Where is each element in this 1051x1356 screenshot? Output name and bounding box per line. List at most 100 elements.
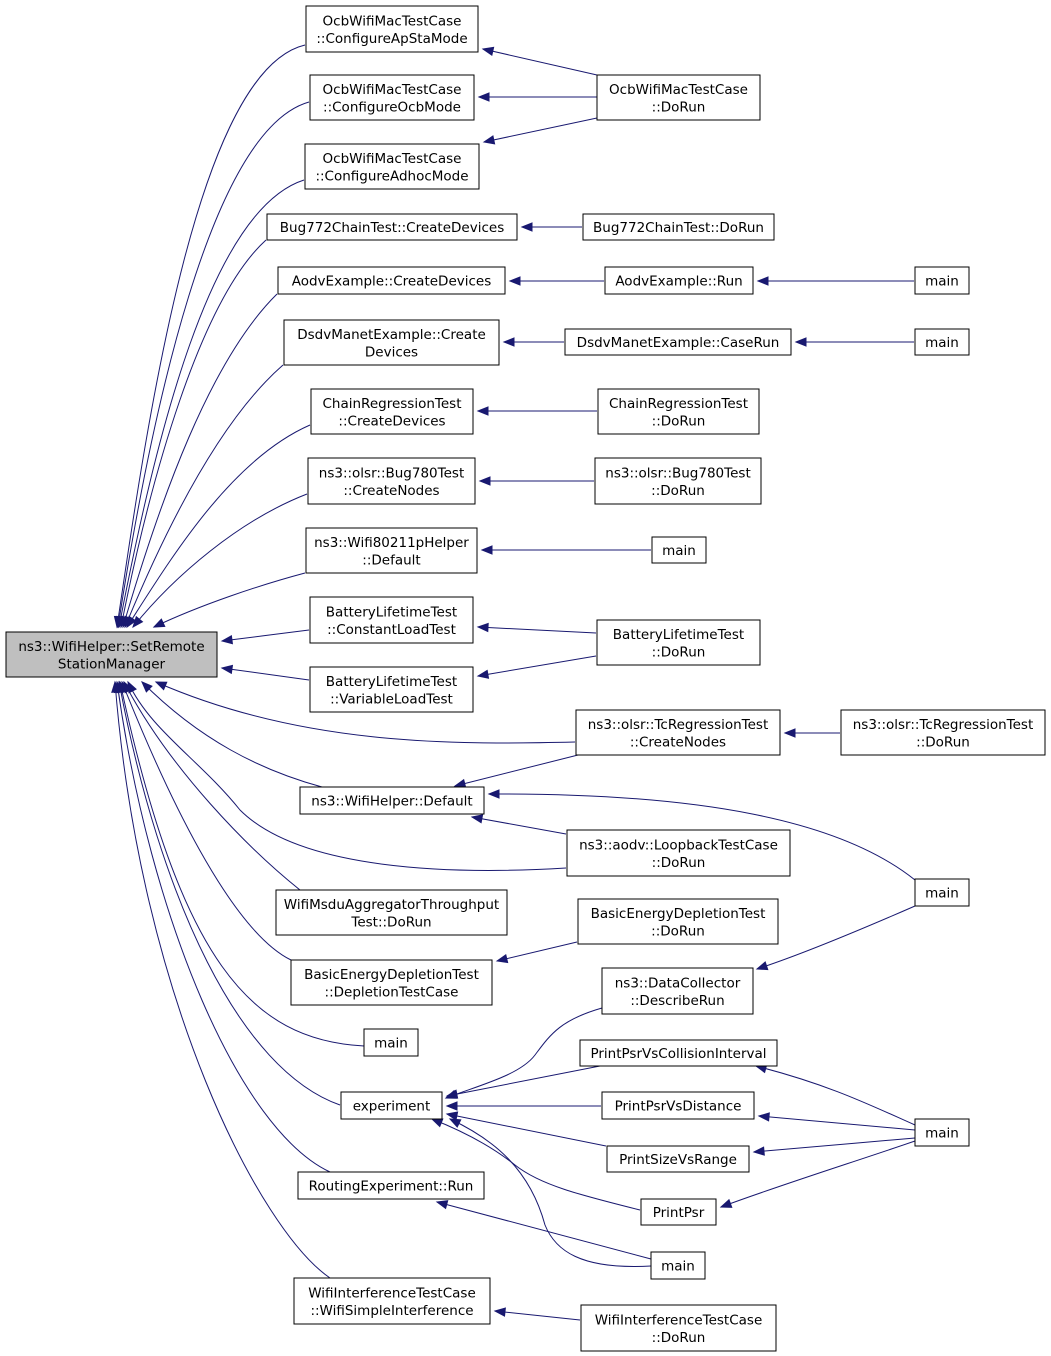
call-edge-tcDr-to-tcCn xyxy=(783,728,840,738)
call-edge-ppDist-to-experiment xyxy=(445,1101,601,1111)
node-label: ChainRegressionTest xyxy=(609,396,748,412)
node-psRange[interactable]: PrintSizeVsRange xyxy=(606,1145,750,1173)
node-box xyxy=(309,666,474,713)
call-edge-main1-to-aodvRun xyxy=(756,276,914,286)
node-label: ::ConfigureOcbMode xyxy=(323,99,461,115)
call-edge-main6-to-psRange xyxy=(752,1137,916,1156)
arrowhead-icon xyxy=(752,1146,765,1156)
node-label: StationManager xyxy=(58,656,166,672)
node-label: main xyxy=(925,335,959,351)
node-box xyxy=(601,1091,755,1120)
node-cfgAdhoc[interactable]: OcbWifiMacTestCase::ConfigureAdhocMode xyxy=(304,143,480,190)
node-box xyxy=(577,898,779,945)
node-chainDr[interactable]: ChainRegressionTest::DoRun xyxy=(597,388,760,435)
node-aodvRun[interactable]: AodvExample::Run xyxy=(604,266,754,295)
arrowhead-icon xyxy=(430,1118,444,1128)
node-aodvCd[interactable]: AodvExample::CreateDevices xyxy=(277,266,506,295)
arrowhead-icon xyxy=(520,222,533,232)
node-cfgOcb[interactable]: OcbWifiMacTestCase::ConfigureOcbMode xyxy=(309,74,475,121)
node-label: RoutingExperiment::Run xyxy=(309,1179,474,1195)
arrowhead-icon xyxy=(478,476,491,486)
call-edge-ocbDoRun-to-cfgApSta xyxy=(481,46,598,76)
node-box xyxy=(305,527,478,574)
node-label: ::DoRun xyxy=(652,1330,706,1346)
node-label: ::ConfigureApStaMode xyxy=(316,31,467,47)
arrowhead-icon xyxy=(493,1307,506,1317)
node-interfer[interactable]: WifiInterferenceTestCase::WifiSimpleInte… xyxy=(293,1277,491,1325)
node-label: ns3::olsr::Bug780Test xyxy=(605,465,750,481)
node-box xyxy=(275,889,508,936)
arrowhead-icon xyxy=(470,814,484,824)
node-label: ::WifiSimpleInterference xyxy=(310,1303,473,1319)
call-edge-main6-to-ppColl xyxy=(754,1064,916,1126)
node-label: Devices xyxy=(365,344,418,360)
node-label: ns3::olsr::TcRegressionTest xyxy=(588,717,769,733)
node-w80211[interactable]: ns3::Wifi80211pHelper::Default xyxy=(305,527,478,574)
node-label: PrintPsrVsDistance xyxy=(615,1099,742,1115)
node-battDr[interactable]: BatteryLifetimeTest::DoRun xyxy=(596,619,761,666)
call-edge-tcCn-to-wifiDef xyxy=(453,754,579,789)
node-bug780Dr[interactable]: ns3::olsr::Bug780Test::DoRun xyxy=(594,457,762,505)
node-label: WifiInterferenceTestCase xyxy=(595,1312,763,1328)
node-tcDr[interactable]: ns3::olsr::TcRegressionTest::DoRun xyxy=(840,709,1046,756)
node-battVar[interactable]: BatteryLifetimeTest::VariableLoadTest xyxy=(309,666,474,713)
node-bug772Dr[interactable]: Bug772ChainTest::DoRun xyxy=(582,213,775,241)
node-label: ::ConstantLoadTest xyxy=(327,622,456,638)
node-label: ::DoRun xyxy=(652,855,706,871)
node-experiment[interactable]: experiment xyxy=(340,1091,443,1120)
node-main2[interactable]: main xyxy=(914,328,970,356)
node-label: OcbWifiMacTestCase xyxy=(609,82,748,98)
node-battConst[interactable]: BatteryLifetimeTest::ConstantLoadTest xyxy=(309,596,474,644)
node-label: Test::DoRun xyxy=(350,914,431,930)
node-main4[interactable]: main xyxy=(914,878,970,907)
node-dsdvCr[interactable]: DsdvManetExample::CaseRun xyxy=(564,328,792,356)
node-main3[interactable]: main xyxy=(651,536,707,564)
arrowhead-icon xyxy=(476,622,489,633)
node-loopback[interactable]: ns3::aodv::LoopbackTestCase::DoRun xyxy=(566,829,791,877)
arrowhead-icon xyxy=(794,337,807,347)
node-ppDist[interactable]: PrintPsrVsDistance xyxy=(601,1091,755,1120)
node-basicDr[interactable]: BasicEnergyDepletionTest::DoRun xyxy=(577,898,779,945)
arrowhead-icon xyxy=(453,778,467,789)
node-chainCd[interactable]: ChainRegressionTest::CreateDevices xyxy=(310,388,474,435)
node-tcCn[interactable]: ns3::olsr::TcRegressionTest::CreateNodes xyxy=(575,709,781,756)
node-label: Bug772ChainTest::DoRun xyxy=(593,220,764,236)
node-basicDep[interactable]: BasicEnergyDepletionTest::DepletionTestC… xyxy=(290,959,493,1006)
node-wifiDef[interactable]: ns3::WifiHelper::Default xyxy=(299,786,485,815)
node-box xyxy=(340,1091,443,1120)
call-edge-chainDr-to-chainCd xyxy=(476,406,597,416)
node-main6[interactable]: main xyxy=(914,1118,970,1147)
call-edge-main7-to-routing xyxy=(435,1200,652,1260)
node-bug780Cn[interactable]: ns3::olsr::Bug780Test::CreateNodes xyxy=(307,457,476,505)
node-interDr[interactable]: WifiInterferenceTestCase::DoRun xyxy=(580,1304,777,1352)
node-label: OcbWifiMacTestCase xyxy=(323,82,462,98)
node-dataColl[interactable]: ns3::DataCollector::DescribeRun xyxy=(601,967,754,1015)
node-cfgApSta[interactable]: OcbWifiMacTestCase::ConfigureApStaMode xyxy=(305,5,479,53)
node-box xyxy=(309,74,475,121)
node-main7[interactable]: main xyxy=(650,1251,706,1280)
node-box xyxy=(305,5,479,53)
node-bug772Cd[interactable]: Bug772ChainTest::CreateDevices xyxy=(266,213,518,241)
call-edge-battDr-to-battConst xyxy=(476,622,597,634)
node-dsdvCd[interactable]: DsdvManetExample::CreateDevices xyxy=(283,319,500,366)
node-ppColl[interactable]: PrintPsrVsCollisionInterval xyxy=(579,1039,778,1067)
arrowhead-icon xyxy=(154,681,168,691)
node-main5[interactable]: main xyxy=(363,1028,419,1057)
arrowhead-icon xyxy=(757,1112,770,1122)
node-box xyxy=(566,829,791,877)
arrowhead-icon xyxy=(152,618,166,628)
node-routing[interactable]: RoutingExperiment::Run xyxy=(297,1171,485,1200)
node-box xyxy=(597,388,760,435)
arrowhead-icon xyxy=(476,406,489,416)
node-main1[interactable]: main xyxy=(914,266,970,295)
node-label: OcbWifiMacTestCase xyxy=(323,13,462,29)
node-label: ns3::Wifi80211pHelper xyxy=(314,535,469,551)
call-edge-tcCn-to-root xyxy=(154,681,576,744)
node-label: main xyxy=(662,543,696,559)
node-ocbDoRun[interactable]: OcbWifiMacTestCase::DoRun xyxy=(596,74,761,121)
node-printPsr[interactable]: PrintPsr xyxy=(640,1198,717,1226)
node-box xyxy=(604,266,754,295)
